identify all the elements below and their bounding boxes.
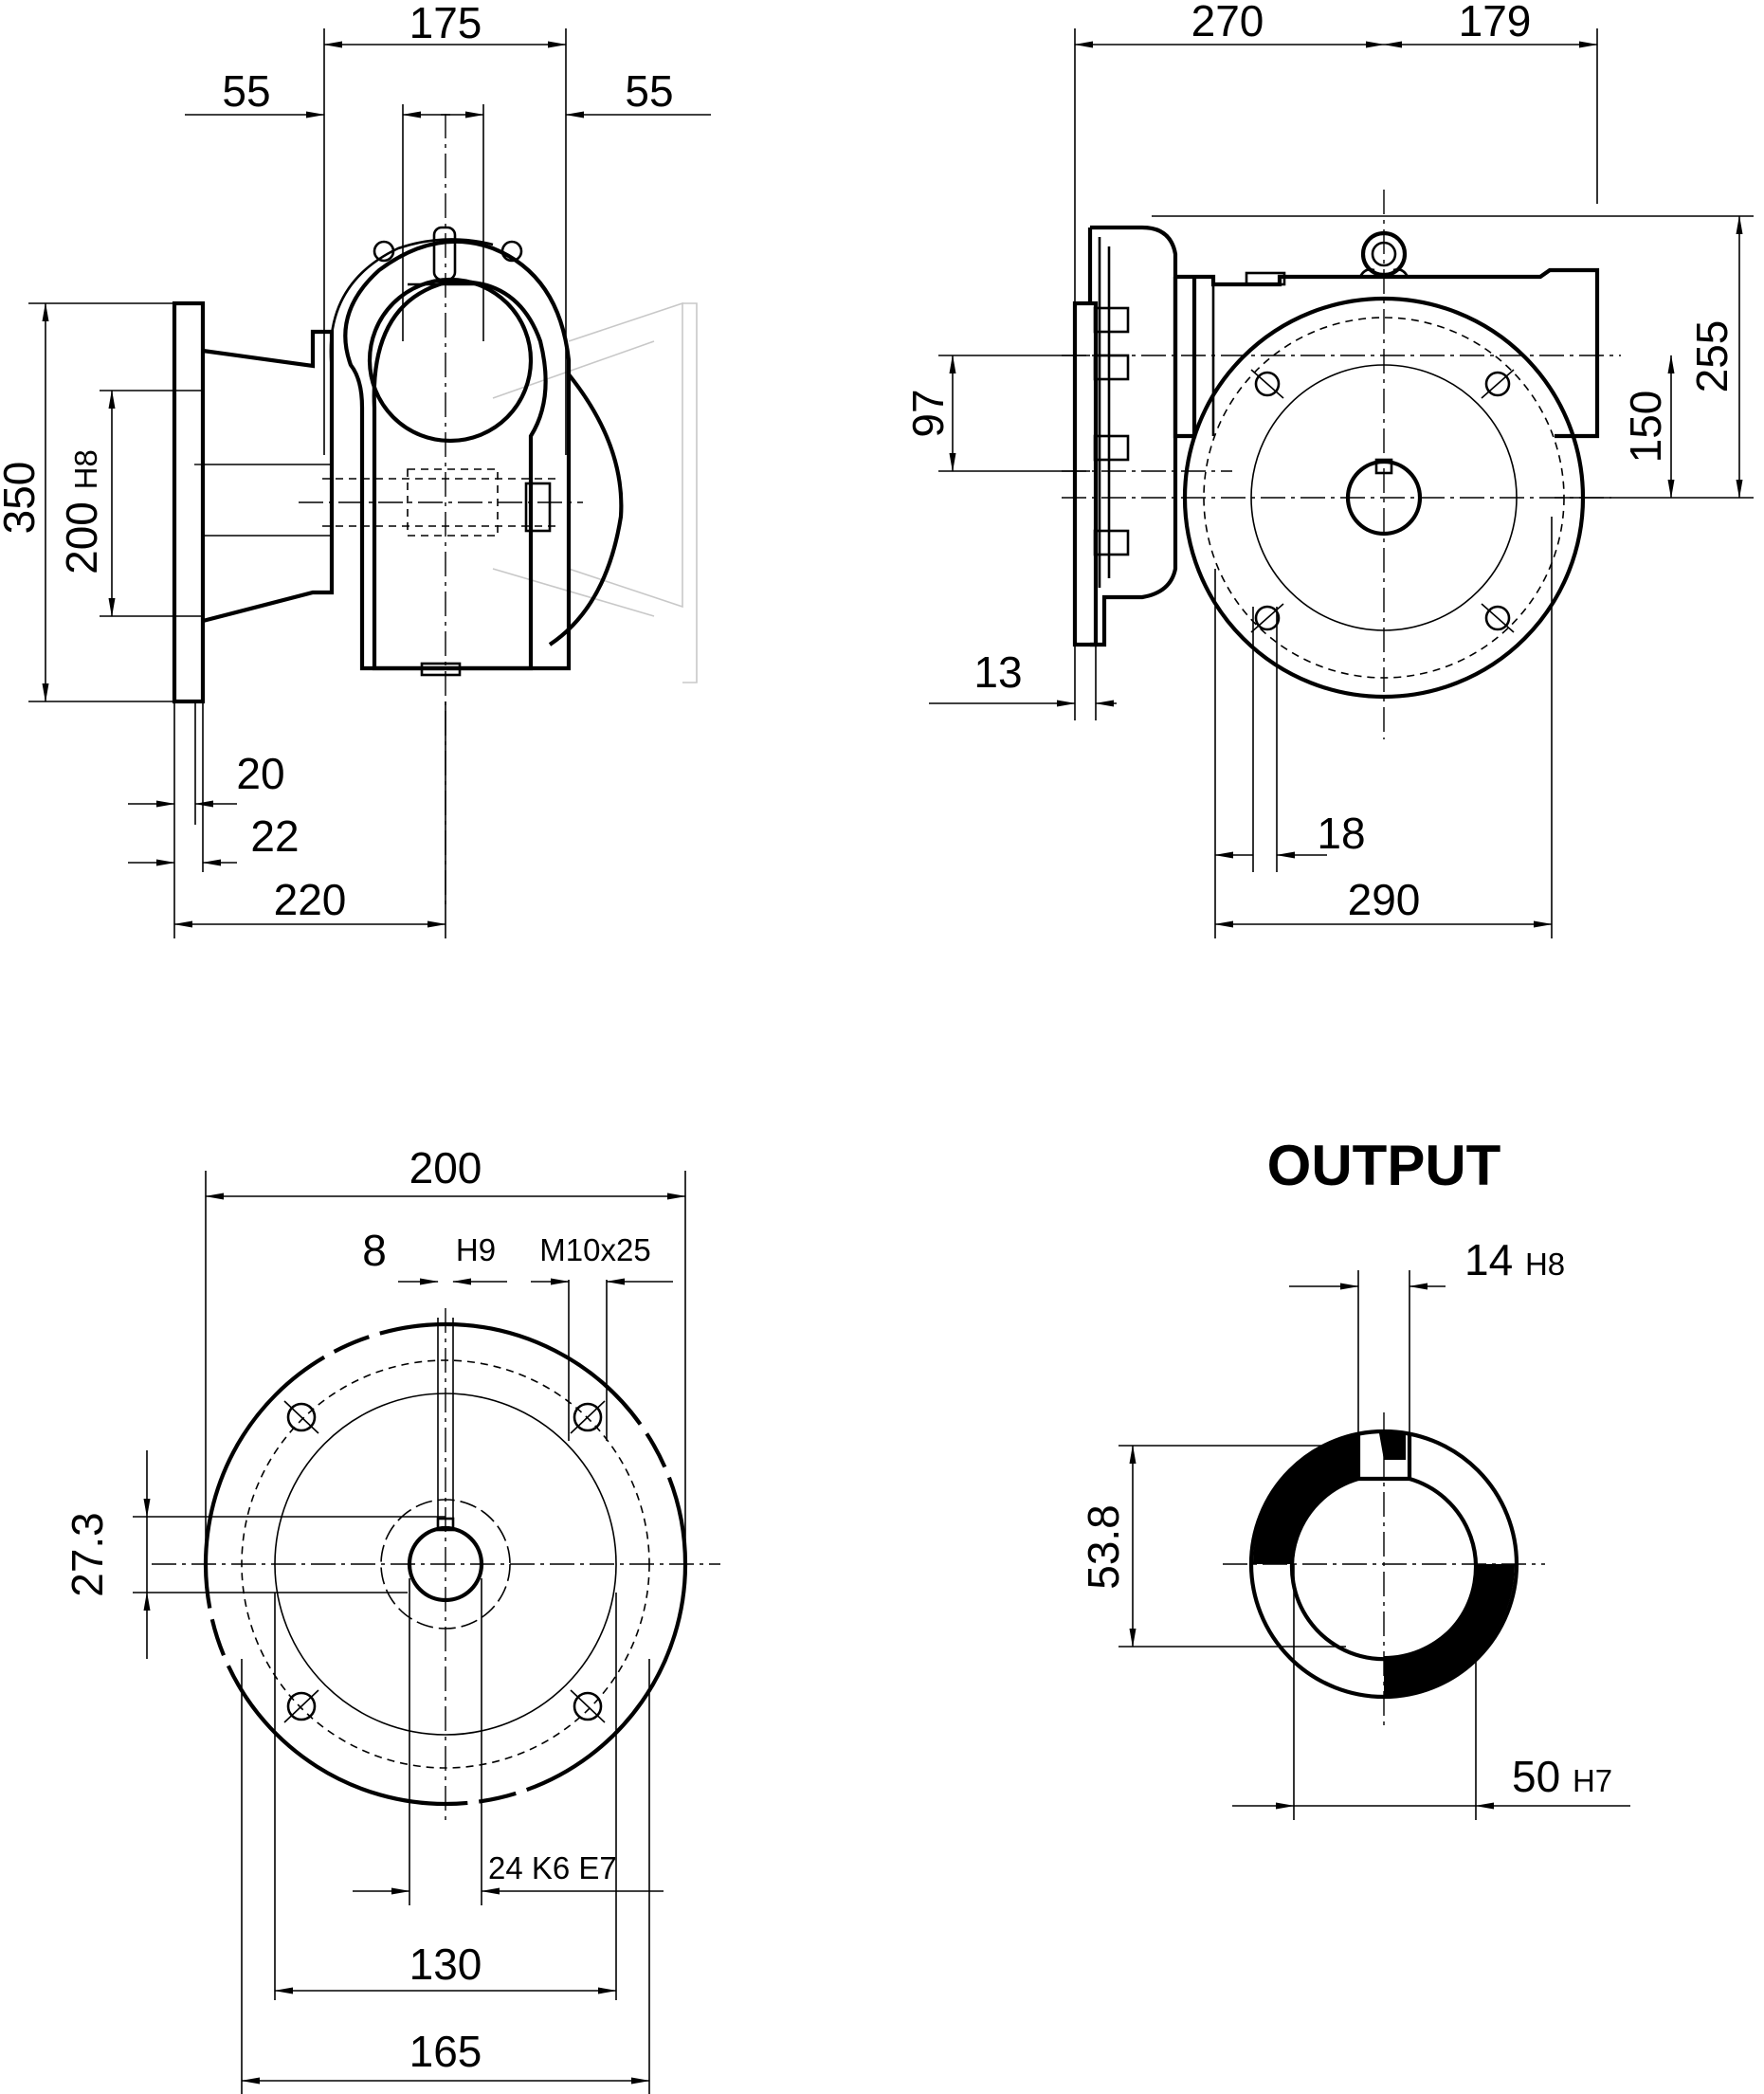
dim-55-left: 55 (222, 66, 270, 116)
thread-label: M10x25 (539, 1232, 650, 1267)
dim-200-h8: 200 H8 (57, 449, 106, 574)
front-bolt-holes (1250, 369, 1515, 633)
dim-13: 13 (973, 647, 1022, 697)
side-worm-circle (372, 280, 548, 671)
dim-22: 22 (250, 811, 299, 861)
side-flange-plate (172, 300, 206, 704)
shaft-label: 24 K6 E7 (488, 1850, 617, 1885)
output-title: OUTPUT (1267, 1134, 1501, 1197)
dim-97: 97 (903, 389, 953, 437)
flange-bolt-holes (283, 1400, 606, 1723)
front-flange-plate (1072, 300, 1099, 647)
dim-50-h7: 50 H7 (1512, 1752, 1612, 1801)
output-view: OUTPUT 14 H8 53.8 50 H7 (1079, 1134, 1630, 1820)
side-view-ghost-outline (492, 301, 698, 683)
dim-165: 165 (409, 2027, 482, 2076)
dim-18: 18 (1317, 809, 1365, 858)
dim-290: 290 (1348, 875, 1421, 924)
dim-130: 130 (409, 1939, 482, 1989)
dim-175: 175 (409, 0, 482, 47)
dim-220: 220 (274, 875, 347, 924)
dim-179: 179 (1459, 0, 1532, 46)
dim-350: 350 (0, 462, 44, 535)
dim-55-right: 55 (625, 66, 673, 116)
dim-27-3: 27.3 (63, 1512, 112, 1597)
front-view: 270 179 97 255 150 13 18 290 (903, 0, 1754, 938)
side-housing (343, 239, 572, 671)
dim-270: 270 (1191, 0, 1264, 46)
dim-8: 8 (362, 1226, 387, 1275)
dim-150: 150 (1621, 391, 1670, 464)
dim-8-tol: H9 (456, 1232, 496, 1267)
front-housing-top (1175, 267, 1600, 439)
dim-14-h8: 14 H8 (1464, 1235, 1565, 1284)
dim-200-flange: 200 (409, 1143, 482, 1193)
flange-view: 200 8 H9 M10x25 27.3 24 K6 E7 130 165 (63, 1143, 720, 2094)
dim-53-8: 53.8 (1079, 1504, 1128, 1590)
dim-20: 20 (236, 749, 284, 798)
dim-255: 255 (1687, 320, 1737, 393)
side-adapter-cone (202, 329, 335, 624)
side-view: 175 55 55 350 200 H8 20 22 220 (0, 0, 711, 938)
